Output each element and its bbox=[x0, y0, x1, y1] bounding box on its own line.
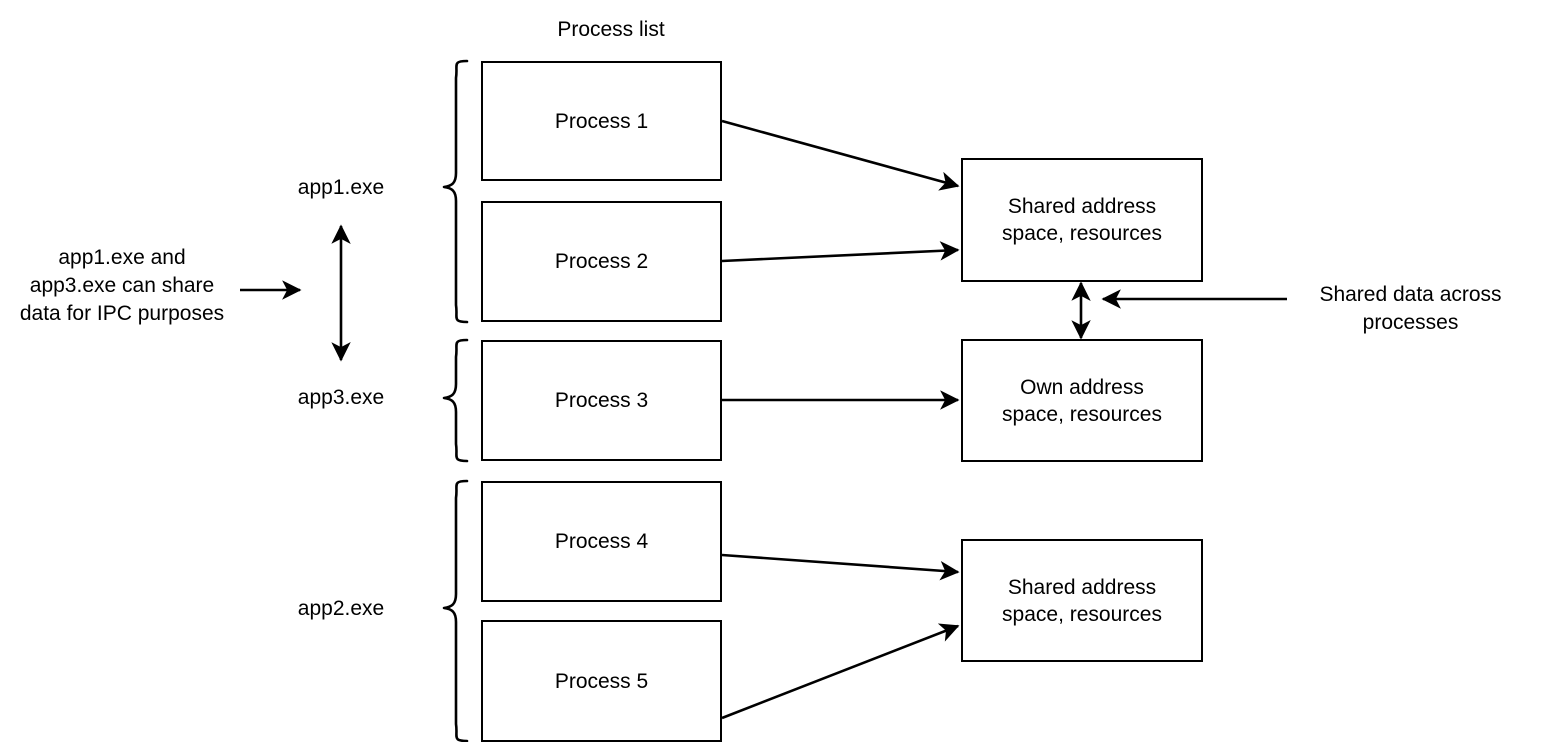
memory-box-shared-top[interactable]: Shared address space, resources bbox=[961, 158, 1203, 282]
brace-app3 bbox=[442, 338, 469, 463]
group-label-app1: app1.exe bbox=[297, 176, 385, 199]
process-label-1: Process 1 bbox=[554, 109, 649, 133]
brace-app2 bbox=[442, 479, 469, 742]
process-box-4[interactable]: Process 4 bbox=[481, 481, 722, 602]
memory-label-shared-top: Shared address space, resources bbox=[1002, 195, 1162, 245]
connector-process2-to-shared-top bbox=[721, 241, 960, 263]
process-label-3: Process 3 bbox=[554, 389, 649, 412]
memory-box-own[interactable]: Own address space, resources bbox=[961, 339, 1203, 462]
annotation-ipc-note: app1.exe and app3.exe can share data for… bbox=[19, 246, 225, 325]
connector-process5-to-shared-bottom bbox=[721, 623, 960, 720]
process-box-1[interactable]: Process 1 bbox=[481, 61, 722, 181]
process-box-5[interactable]: Process 5 bbox=[481, 620, 722, 742]
process-label-5: Process 5 bbox=[554, 669, 649, 693]
connector-process4-to-shared-bottom bbox=[721, 553, 960, 581]
process-box-3[interactable]: Process 3 bbox=[481, 340, 722, 461]
memory-label-shared-bottom: Shared address space, resources bbox=[1002, 575, 1162, 626]
brace-app1 bbox=[442, 59, 469, 324]
process-label-2: Process 2 bbox=[554, 250, 649, 273]
process-label-4: Process 4 bbox=[554, 530, 649, 553]
group-label-app2: app2.exe bbox=[297, 597, 385, 620]
annotation-shared-data-note: Shared data across processes bbox=[1319, 283, 1502, 334]
process-box-2[interactable]: Process 2 bbox=[481, 201, 722, 322]
connector-process1-to-shared-top bbox=[721, 119, 960, 191]
memory-box-shared-bottom[interactable]: Shared address space, resources bbox=[961, 539, 1203, 662]
memory-label-own: Own address space, resources bbox=[1002, 375, 1162, 426]
group-label-app3: app3.exe bbox=[297, 386, 385, 409]
diagram-title: Process list bbox=[557, 18, 665, 41]
